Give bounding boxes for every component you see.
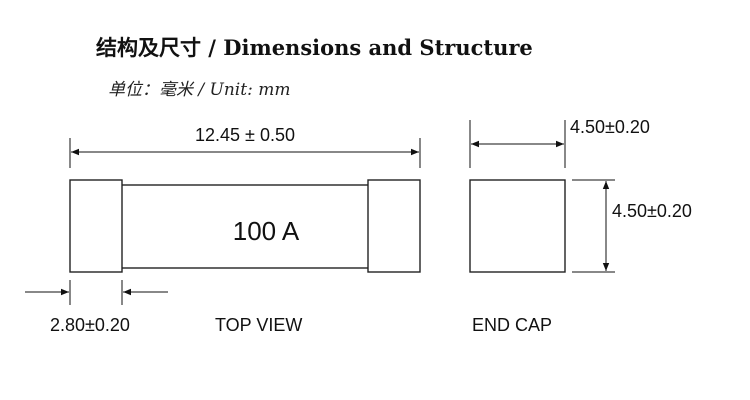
fuse-body <box>119 184 371 269</box>
end-height-label: 4.50±0.20 <box>612 201 692 221</box>
end-cap-label: END CAP <box>472 315 552 335</box>
top-view-label: TOP VIEW <box>215 315 302 335</box>
left-end-cap <box>69 179 123 273</box>
page-title: 结构及尺寸 / Dimensions and Structure <box>96 35 533 60</box>
end-cap-drawing: 4.50±0.20 4.50±0.20 END CAP <box>469 117 692 335</box>
end-width-label: 4.50±0.20 <box>570 117 650 137</box>
right-end-cap <box>367 179 421 273</box>
end-cap-square <box>469 179 566 273</box>
cap-width-label: 2.80±0.20 <box>50 315 130 335</box>
body-marking: 100 A <box>233 216 300 246</box>
top-view-drawing: 100 A 12.45 ± 0.50 2.80±0.20 TOP VIEW <box>25 125 421 335</box>
length-dimension-label: 12.45 ± 0.50 <box>195 125 295 145</box>
units-subtitle: 单位：毫米 / Unit: mm <box>108 80 291 100</box>
